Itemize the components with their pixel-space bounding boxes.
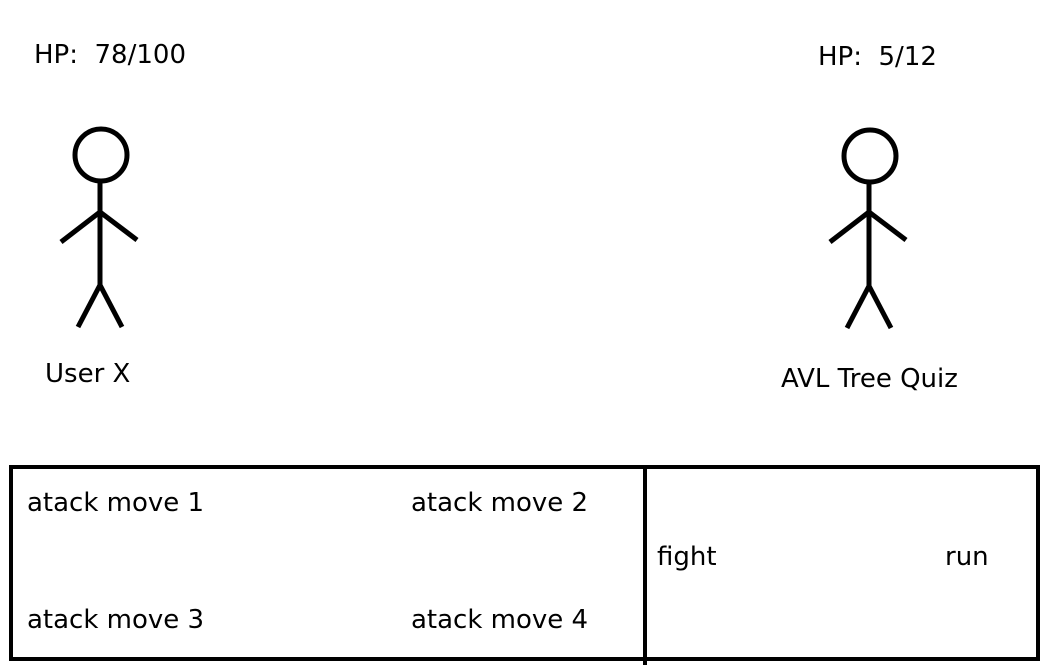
player-right-arm [98,210,139,242]
player-left-leg [75,283,103,329]
player-name: User X [45,359,131,389]
player-stick-figure [59,126,139,329]
player-hp-label: HP: 78/100 [34,40,186,70]
attack-move-2-button[interactable]: atack move 2 [411,488,589,518]
player-right-leg [97,283,125,329]
menu-divider [643,465,647,665]
enemy-right-arm [867,210,908,242]
player-left-arm [59,210,102,244]
enemy-hp-label: HP: 5/12 [818,42,937,72]
enemy-stick-figure [828,127,908,330]
attack-move-4-button[interactable]: atack move 4 [411,605,589,635]
run-button[interactable]: run [945,542,989,572]
enemy-name: AVL Tree Quiz [781,364,958,394]
enemy-left-arm [828,210,871,244]
enemy-left-leg [844,284,872,330]
fight-button[interactable]: fight [657,542,717,572]
attack-move-3-button[interactable]: atack move 3 [27,605,205,635]
player-head [72,126,130,184]
enemy-head [841,127,899,185]
enemy-right-leg [866,284,894,330]
battle-menu: atack move 1 atack move 2 atack move 3 a… [9,465,1040,665]
attack-move-1-button[interactable]: atack move 1 [27,488,205,518]
